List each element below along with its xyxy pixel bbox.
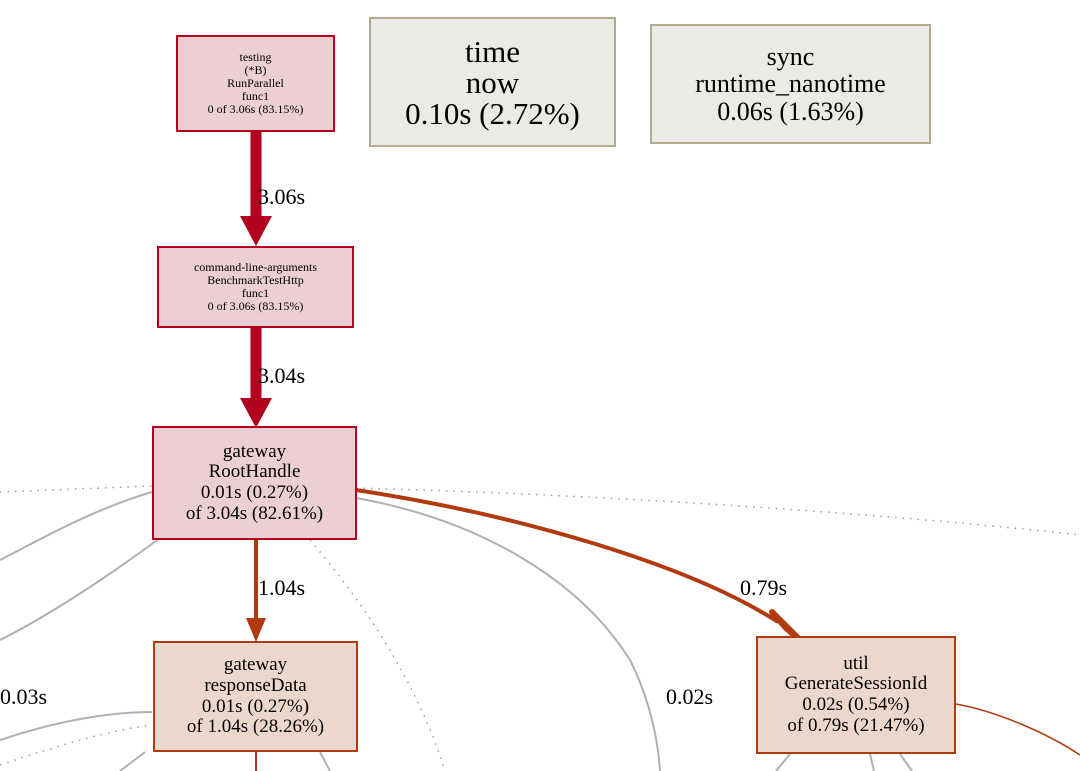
edge-gray-under-left — [119, 751, 146, 771]
node-generatesession-line: GenerateSessionId — [784, 673, 928, 695]
node-benchmark-line: func1 — [241, 286, 270, 300]
edge-label-left: 0.03s — [0, 684, 48, 709]
node-generatesession-line: 0.02s (0.54%) — [802, 694, 910, 715]
node-benchmark-line: command-line-arguments — [193, 260, 318, 275]
edge-gray-gen-right — [899, 753, 913, 771]
edge-runparallel-arrowhead — [240, 216, 272, 246]
node-sync-runtime-line: sync — [766, 42, 815, 72]
edge-label-benchmark-roothandle: 3.04s — [258, 363, 306, 388]
node-runparallel-line: 0 of 3.06s (83.15%) — [207, 101, 304, 116]
edge-generatesession-arrowhead — [769, 609, 803, 643]
edge-gray-to-response — [0, 711, 153, 741]
node-runparallel-line: (*B) — [244, 63, 267, 78]
node-time-now-line: 0.10s (2.72%) — [405, 95, 580, 131]
node-runparallel[interactable]: testing (*B) RunParallel func1 0 of 3.06… — [176, 35, 335, 132]
node-benchmark-line: BenchmarkTestHttp — [207, 273, 304, 288]
node-sync-runtime-line: 0.06s (1.63%) — [717, 96, 864, 126]
node-roothandle-line: RootHandle — [208, 461, 301, 483]
edge-roothandle-to-generatesession — [355, 488, 780, 624]
edge-dotted-left — [0, 485, 153, 493]
edge-gray-left-upper — [0, 491, 153, 561]
edge-gray-left-lower — [0, 537, 161, 641]
edge-label-roothandle-generatesession: 0.79s — [740, 575, 788, 600]
edge-label-mid: 0.02s — [666, 684, 714, 709]
node-responsedata-line: 0.01s (0.27%) — [201, 695, 310, 717]
edge-benchmark-arrowhead — [240, 398, 272, 428]
node-benchmark-line: 0 of 3.06s (83.15%) — [207, 298, 304, 313]
node-roothandle-line: of 3.04s (82.61%) — [185, 502, 324, 524]
node-roothandle-line: 0.01s (0.27%) — [200, 482, 309, 503]
node-responsedata-line: gateway — [223, 654, 288, 676]
edge-dotted-right — [355, 487, 1080, 536]
node-generatesession-line: of 0.79s (21.47%) — [787, 714, 925, 736]
node-time-now[interactable]: time now 0.10s (2.72%) — [369, 17, 616, 147]
node-runparallel-line: func1 — [241, 88, 270, 103]
node-sync-runtime[interactable]: sync runtime_nanotime 0.06s (1.63%) — [650, 24, 931, 144]
node-roothandle[interactable]: gateway RootHandle 0.01s (0.27%) of 3.04… — [152, 426, 357, 540]
node-responsedata-line: of 1.04s (28.26%) — [186, 716, 325, 738]
node-runparallel-line: testing — [239, 50, 272, 65]
node-responsedata[interactable]: gateway responseData 0.01s (0.27%) of 1.… — [153, 641, 358, 752]
edge-gray-gen-left — [775, 753, 791, 771]
node-generatesession[interactable]: util GenerateSessionId 0.02s (0.54%) of … — [756, 636, 956, 754]
node-time-now-line: now — [465, 64, 520, 100]
edge-gray-under-right — [319, 751, 331, 771]
edge-label-runparallel-benchmark: 3.06s — [258, 184, 306, 209]
edge-responsedata-arrowhead — [246, 618, 266, 642]
node-time-now-line: time — [464, 33, 521, 69]
edge-generatesession-out — [955, 703, 1080, 756]
edge-dotted-lower-left — [0, 724, 153, 766]
node-generatesession-line: util — [843, 652, 869, 674]
node-benchmark[interactable]: command-line-arguments BenchmarkTestHttp… — [157, 246, 354, 328]
edge-label-roothandle-responsedata: 1.04s — [258, 575, 306, 600]
edge-gray-mid-curve — [355, 497, 661, 771]
node-sync-runtime-line: runtime_nanotime — [695, 69, 886, 99]
node-runparallel-line: RunParallel — [227, 76, 284, 91]
edge-gray-gen-mid — [869, 753, 875, 771]
node-roothandle-line: gateway — [222, 440, 287, 462]
node-responsedata-line: responseData — [204, 674, 307, 696]
